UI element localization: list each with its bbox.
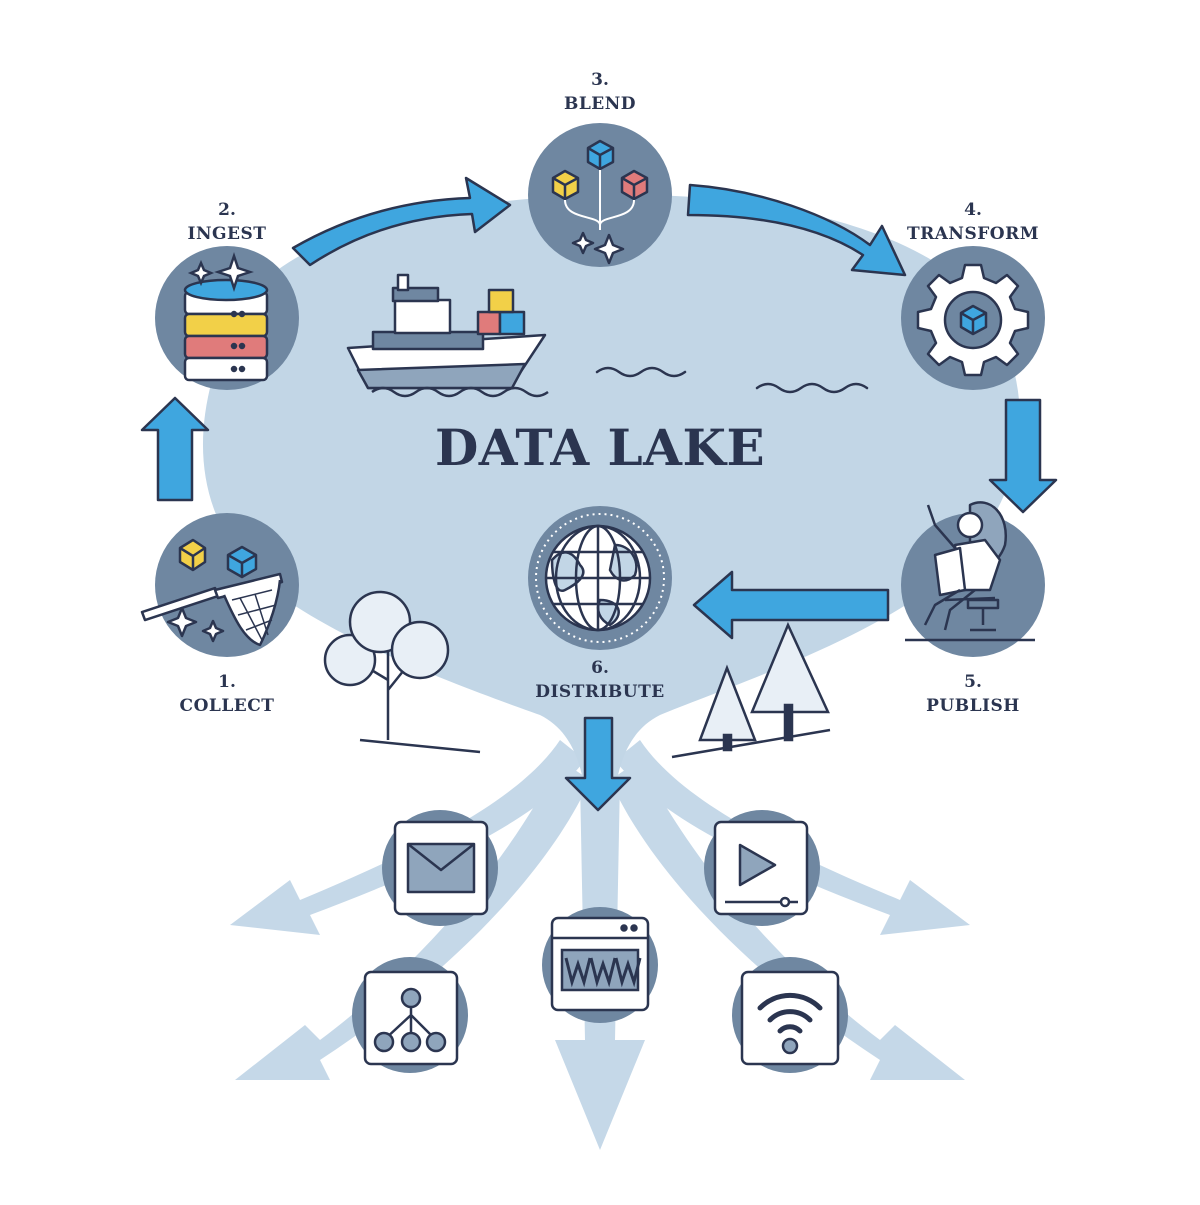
www-browser-icon [552, 924, 648, 992]
step-label-publish: 5. PUBLISH [926, 672, 1020, 716]
output-network [352, 957, 468, 1073]
merge-cubes-icon [551, 139, 649, 265]
cargo-ship-icon [346, 273, 549, 398]
output-wifi [732, 957, 848, 1073]
step-label-distribute: 6. DISTRIBUTE [535, 658, 665, 702]
step-label-blend: 3. BLEND [563, 70, 637, 114]
butterfly-net-icon [140, 538, 284, 647]
gear-icon [916, 263, 1030, 377]
step-ingest-circle [155, 246, 299, 390]
play-video-icon [725, 843, 798, 908]
output-video [704, 810, 820, 926]
globe-icon [544, 524, 652, 632]
output-web [542, 907, 658, 1023]
step-collect-circle [140, 513, 299, 657]
wifi-icon [757, 992, 823, 1055]
step-label-ingest: 2. INGEST [187, 200, 267, 244]
waves-icon [595, 366, 869, 394]
person-laptop-icon [905, 501, 1035, 642]
step-distribute-circle [528, 506, 672, 650]
diagram-title: DATA LAKE [434, 418, 766, 477]
envelope-icon [406, 842, 476, 894]
step-label-transform: 4. TRANSFORM [906, 200, 1040, 244]
step-label-collect: 1. COLLECT [179, 672, 275, 716]
output-email [382, 810, 498, 926]
step-transform-circle [901, 246, 1045, 390]
cycle-arrows [140, 176, 1058, 812]
pine-trees-icon [671, 621, 831, 759]
database-icon [183, 252, 269, 382]
network-hierarchy-icon [373, 987, 447, 1053]
step-blend-circle [528, 123, 672, 267]
tree-icon [323, 590, 481, 754]
step-publish-circle [901, 501, 1045, 657]
